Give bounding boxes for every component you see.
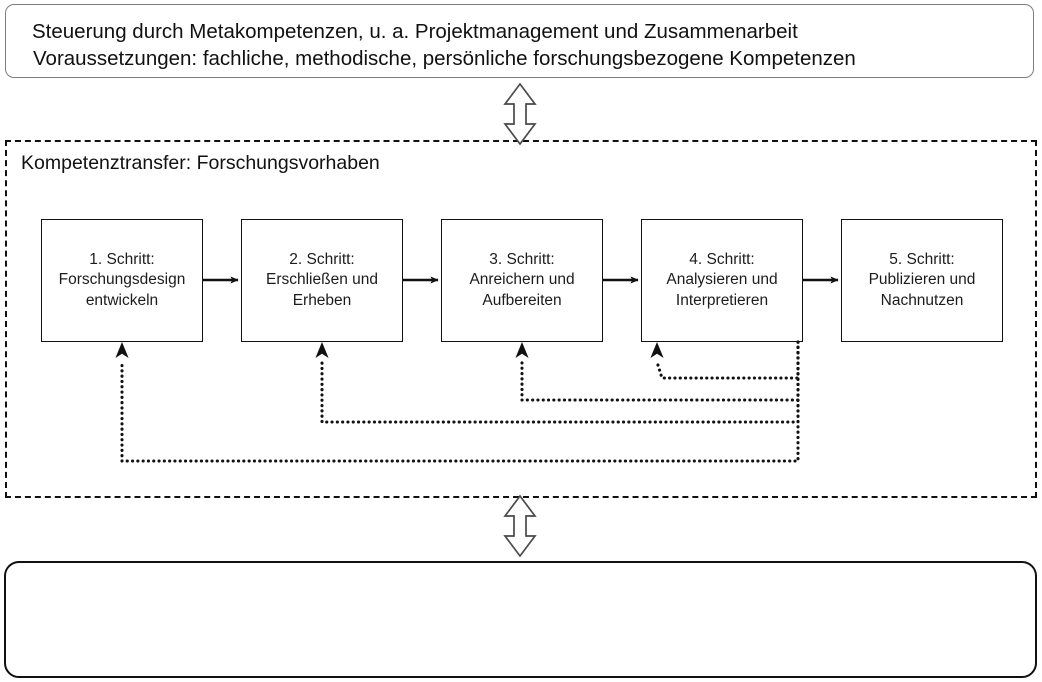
double-arrow-bottom	[503, 494, 537, 558]
step-5-line-1: 5. Schritt:	[889, 250, 955, 268]
step-box-1[interactable]: 1. Schritt: Forschungsdesign entwickeln	[41, 219, 203, 342]
step-3-line-3: Aufbereiten	[482, 291, 562, 309]
step-3-line-1: 3. Schritt:	[489, 250, 555, 268]
step-box-2[interactable]: 2. Schritt: Erschließen und Erheben	[241, 219, 403, 342]
step-4-line-3: Interpretieren	[675, 291, 769, 309]
bottom-band-label: Voraussetzungen: fachliche, methodische,…	[33, 47, 856, 70]
bottom-band-box	[4, 561, 1037, 678]
step-1-line-2: Forschungsdesign	[58, 271, 186, 289]
top-band-box	[5, 4, 1034, 78]
step-2-line-3: Erheben	[292, 291, 352, 309]
step-box-4[interactable]: 4. Schritt: Analysieren und Interpretier…	[641, 219, 803, 342]
step-1-line-3: entwickeln	[85, 291, 159, 309]
step-box-5[interactable]: 5. Schritt: Publizieren und Nachnutzen	[841, 219, 1003, 342]
step-4-line-1: 4. Schritt:	[689, 250, 755, 268]
process-container-title: Kompetenztransfer: Forschungsvorhaben	[21, 152, 380, 174]
step-5-line-3: Nachnutzen	[880, 291, 964, 309]
step-5-line-2: Publizieren und	[868, 271, 976, 289]
double-arrow-top	[503, 82, 537, 146]
step-3-line-2: Anreichern und	[469, 271, 575, 289]
step-1-line-1: 1. Schritt:	[89, 250, 155, 268]
step-box-3[interactable]: 3. Schritt: Anreichern und Aufbereiten	[441, 219, 603, 342]
step-2-line-1: 2. Schritt:	[289, 250, 355, 268]
step-2-line-2: Erschließen und	[265, 271, 378, 289]
step-4-line-2: Analysieren und	[666, 271, 778, 289]
top-band-label: Steuerung durch Metakompetenzen, u. a. P…	[32, 20, 798, 43]
